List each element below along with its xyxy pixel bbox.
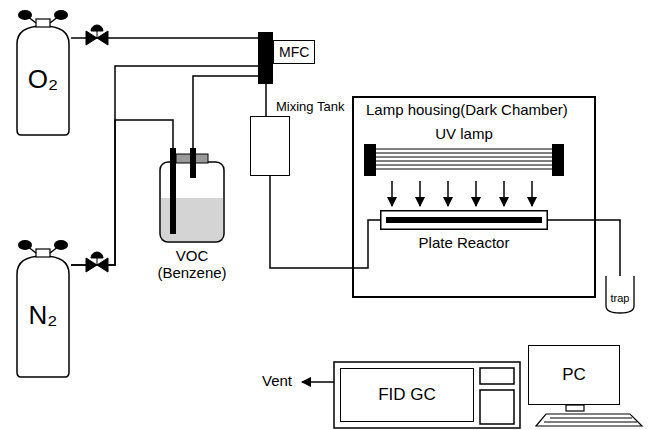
bottle-outline [152,148,232,244]
device-label: trap [611,293,630,304]
uv-lamp: UV lamp [364,124,564,176]
gas-line [71,66,258,265]
uv-rays [392,181,532,206]
voc-bottle: VOC (Benzene) [152,148,232,282]
mfc-box: MFC [273,40,315,64]
device-label: Mixing Tank [248,98,344,116]
device-label: MFC [279,44,309,60]
device-label: FID GC [378,385,436,405]
reactor-frame [380,210,548,230]
gas-valve [86,252,108,272]
mixing-tank: Mixing Tank [248,98,344,176]
pc-keyboard [536,405,642,426]
gas-name: O₂ [28,66,58,92]
gas-cylinder: O₂ [15,8,71,136]
lamp-housing: Lamp housing(Dark Chamber) UV lampPlate R… [352,96,596,298]
gas-valve [86,25,108,45]
cold-trap: trap [603,276,637,314]
bottle-label: VOC (Benzene) [152,247,232,282]
tank-outline [250,116,290,176]
vent-label: Vent [262,372,292,389]
vent-arrow [302,381,334,383]
gas-line [71,120,173,265]
mass-flow-controller: MFC [258,32,315,84]
gas-line [193,76,258,148]
gas-cylinder: N₂ [15,238,71,378]
gas-line [270,176,380,268]
gc-box: FID GC [340,368,474,422]
mfc-fitting [258,32,273,84]
plate-reactor: Plate Reactor [380,210,548,251]
pc-monitor: PC [528,345,620,405]
gas-line [265,84,267,116]
gas-name: N₂ [29,302,58,328]
device-label: UV lamp [364,124,564,144]
lamp-tubes [364,144,564,176]
device-label: PC [562,365,586,385]
gc-console [334,362,520,428]
gas-line [548,220,620,276]
housing-title: Lamp housing(Dark Chamber) [354,98,594,118]
device-label: Plate Reactor [380,234,548,251]
